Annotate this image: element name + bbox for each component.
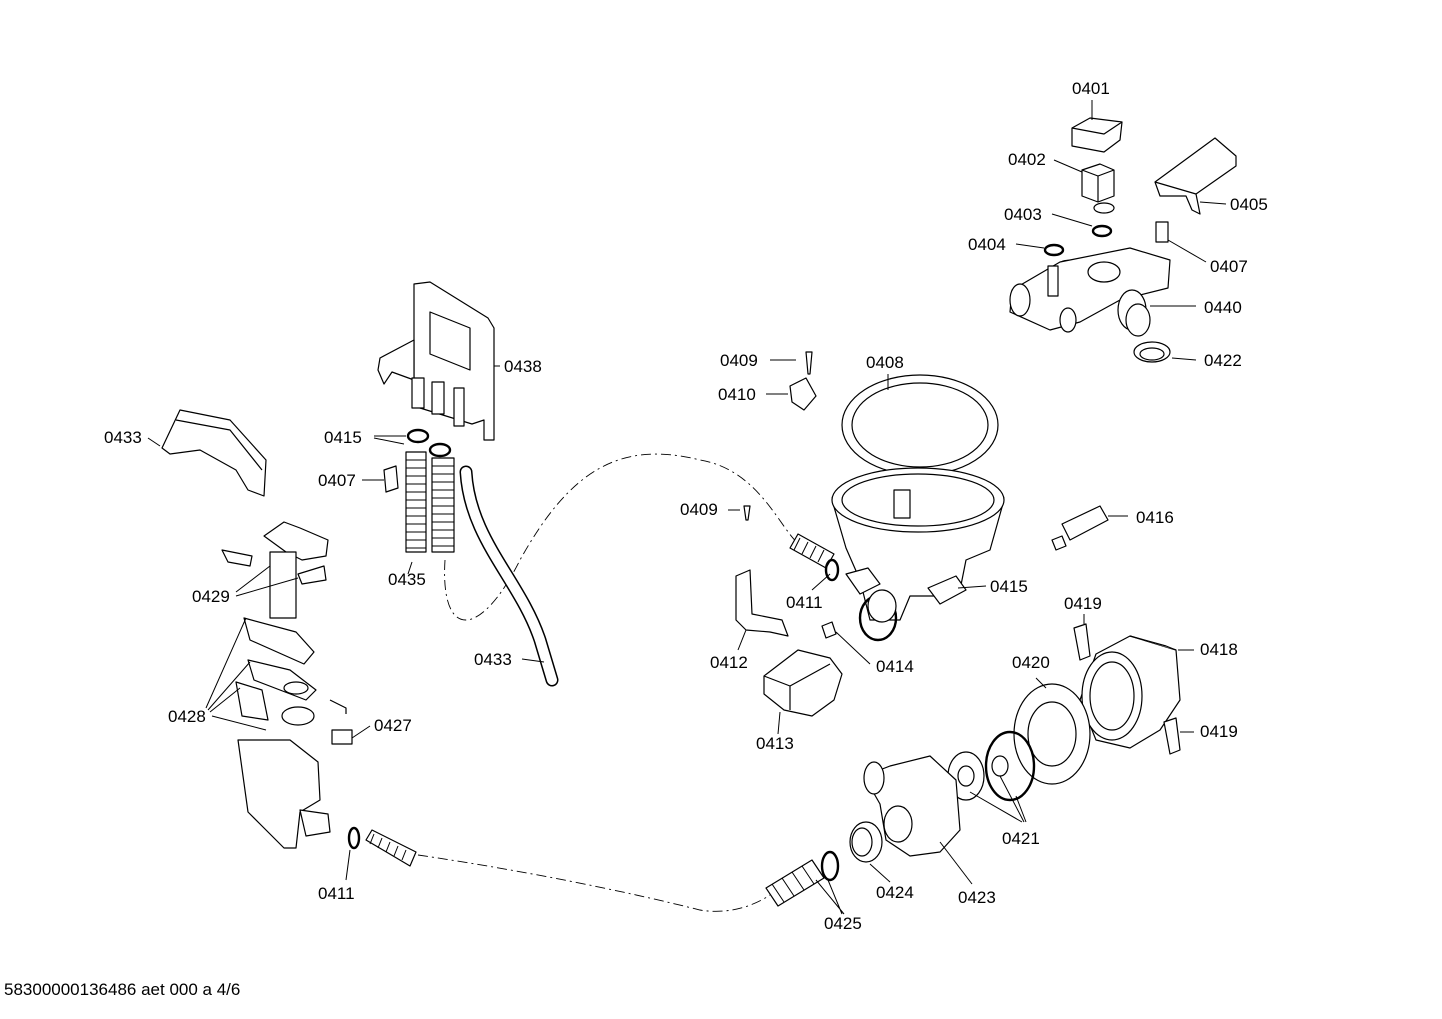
part-0428-valve-parts: [205, 617, 331, 849]
part-0433-cover: [147, 409, 267, 497]
part-0440-housing: [1009, 247, 1196, 337]
label-0425: 0425: [824, 914, 862, 933]
label-0404: 0404: [968, 235, 1006, 254]
label-0415-center: 0415: [990, 577, 1028, 596]
label-0410: 0410: [718, 385, 756, 404]
label-0411-center: 0411: [786, 593, 823, 612]
part-0429-valve-top: [221, 521, 329, 619]
label-0422: 0422: [1204, 351, 1242, 370]
label-0413: 0413: [756, 734, 794, 753]
label-0412: 0412: [710, 653, 748, 672]
label-0403: 0403: [1004, 205, 1042, 224]
part-0433-hose: [459, 465, 559, 687]
part-0424-seal: [849, 821, 891, 883]
part-0414-clip: [821, 621, 871, 665]
part-0407-clip-top: [1155, 221, 1207, 263]
part-0423-pump-housing: [863, 755, 973, 885]
label-0407-top: 0407: [1210, 257, 1248, 276]
part-0411-ring-left: [345, 826, 361, 881]
part-0401-cap: [1071, 100, 1123, 153]
label-0440: 0440: [1204, 298, 1242, 317]
part-0407-clip-left: [362, 465, 399, 493]
part-0435-corrugated-hoses: [405, 451, 455, 575]
label-0429: 0429: [192, 587, 230, 606]
part-0409-screw-mid: [728, 505, 751, 521]
label-0420: 0420: [1012, 653, 1050, 672]
label-0414: 0414: [876, 657, 914, 676]
label-0409-top: 0409: [720, 351, 758, 370]
part-0405-cover: [1154, 137, 1237, 215]
part-0403-plug: [1051, 202, 1115, 238]
part-0416-sensor: [1051, 505, 1128, 551]
part-0415-rings-center: [858, 589, 898, 642]
label-0402: 0402: [1008, 150, 1046, 169]
part-0438-bracket: [377, 281, 500, 441]
label-0435: 0435: [388, 570, 426, 589]
label-0415-left: 0415: [324, 428, 362, 447]
label-0419-top: 0419: [1064, 594, 1102, 613]
part-0408-sump-body: [831, 467, 1005, 621]
label-0416: 0416: [1136, 508, 1174, 527]
part-0412-bracket: [735, 569, 789, 651]
label-0433-top: 0433: [104, 428, 142, 447]
part-0418-motor: [1079, 635, 1194, 749]
part-0410-bracket: [766, 377, 817, 411]
drawing-reference-footer: 58300000136486 aet 000 a 4/6: [4, 980, 241, 999]
part-0411-hose-center: [789, 533, 840, 591]
label-0428: 0428: [168, 707, 206, 726]
label-0423: 0423: [958, 888, 996, 907]
part-0419-clip-bottom: [1163, 717, 1194, 755]
label-0421: 0421: [1002, 829, 1040, 848]
label-0419-bottom: 0419: [1200, 722, 1238, 741]
part-0425-hose-ring: [765, 850, 845, 915]
label-0405: 0405: [1230, 195, 1268, 214]
label-0427: 0427: [374, 716, 412, 735]
label-0424: 0424: [876, 883, 914, 902]
label-0433-bottom: 0433: [474, 650, 512, 669]
part-0420-housing: [1013, 677, 1091, 785]
part-0413-pump-motor: [763, 649, 843, 735]
label-0408: 0408: [866, 353, 904, 372]
hose-routing-lines: [417, 453, 801, 912]
part-0402-connector: [1053, 159, 1115, 203]
part-0409-screw-top: [770, 351, 813, 375]
part-0422-clamp: [1133, 341, 1197, 363]
part-0427-small-parts: [281, 699, 371, 745]
part-0419-clip-top: [1073, 614, 1091, 661]
part-0408-seal-ring: [841, 374, 999, 476]
label-0407-left: 0407: [318, 471, 356, 490]
label-0418: 0418: [1200, 640, 1238, 659]
part-labels: 0401 0402 0403 0404 0405 0407 0440 0422 …: [104, 79, 1268, 933]
label-0409-mid: 0409: [680, 500, 718, 519]
label-0401: 0401: [1072, 79, 1110, 98]
part-0411-hose-left: [365, 829, 417, 867]
part-0415-rings-left: [373, 428, 452, 458]
label-0438: 0438: [504, 357, 542, 376]
label-0411-left: 0411: [318, 884, 355, 903]
